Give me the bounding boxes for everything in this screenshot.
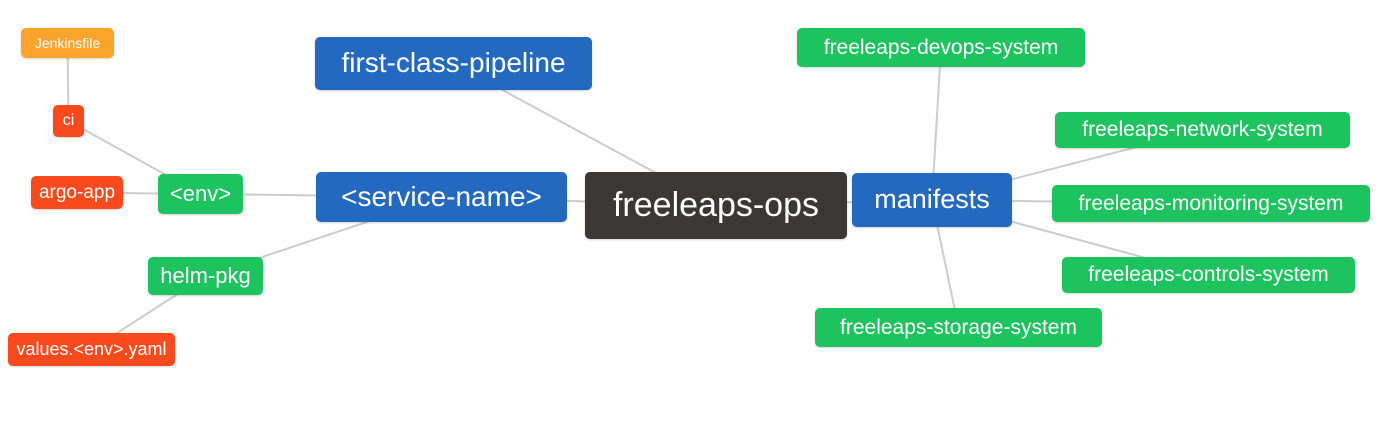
node-manifests[interactable]: manifests xyxy=(852,173,1012,227)
node-label: freeleaps-controls-system xyxy=(1088,263,1329,286)
node-env[interactable]: <env> xyxy=(158,174,243,214)
node-label: freeleaps-storage-system xyxy=(840,315,1077,339)
node-label: ci xyxy=(62,111,75,129)
node-jenkinsfile[interactable]: Jenkinsfile xyxy=(21,28,114,58)
node-service-name[interactable]: <service-name> xyxy=(316,172,567,222)
node-label: freeleaps-monitoring-system xyxy=(1078,191,1344,215)
node-freeleaps-controls-system[interactable]: freeleaps-controls-system xyxy=(1062,257,1355,293)
node-label: Jenkinsfile xyxy=(34,34,101,51)
node-values-env-yaml[interactable]: values.<env>.yaml xyxy=(8,333,175,366)
node-label: freeleaps-network-system xyxy=(1082,118,1323,141)
node-label: manifests xyxy=(874,184,990,214)
node-label: values.<env>.yaml xyxy=(16,339,167,359)
node-freeleaps-storage-system[interactable]: freeleaps-storage-system xyxy=(815,308,1102,347)
node-helm-pkg[interactable]: helm-pkg xyxy=(148,257,263,295)
node-label: argo-app xyxy=(38,181,116,203)
node-first-class-pipeline[interactable]: first-class-pipeline xyxy=(315,37,592,90)
node-argo-app[interactable]: argo-app xyxy=(31,176,123,209)
node-label: freeleaps-ops xyxy=(612,186,819,224)
node-label: <service-name> xyxy=(341,180,542,212)
node-freeleaps-devops-system[interactable]: freeleaps-devops-system xyxy=(797,28,1085,67)
node-ci[interactable]: ci xyxy=(53,105,84,137)
node-freeleaps-ops[interactable]: freeleaps-ops xyxy=(585,172,847,239)
node-label: <env> xyxy=(169,180,232,206)
node-label: freeleaps-devops-system xyxy=(823,35,1059,59)
node-freeleaps-monitoring-system[interactable]: freeleaps-monitoring-system xyxy=(1052,185,1370,222)
node-label: helm-pkg xyxy=(160,262,251,288)
node-label: first-class-pipeline xyxy=(341,47,566,78)
node-freeleaps-network-system[interactable]: freeleaps-network-system xyxy=(1055,112,1350,148)
